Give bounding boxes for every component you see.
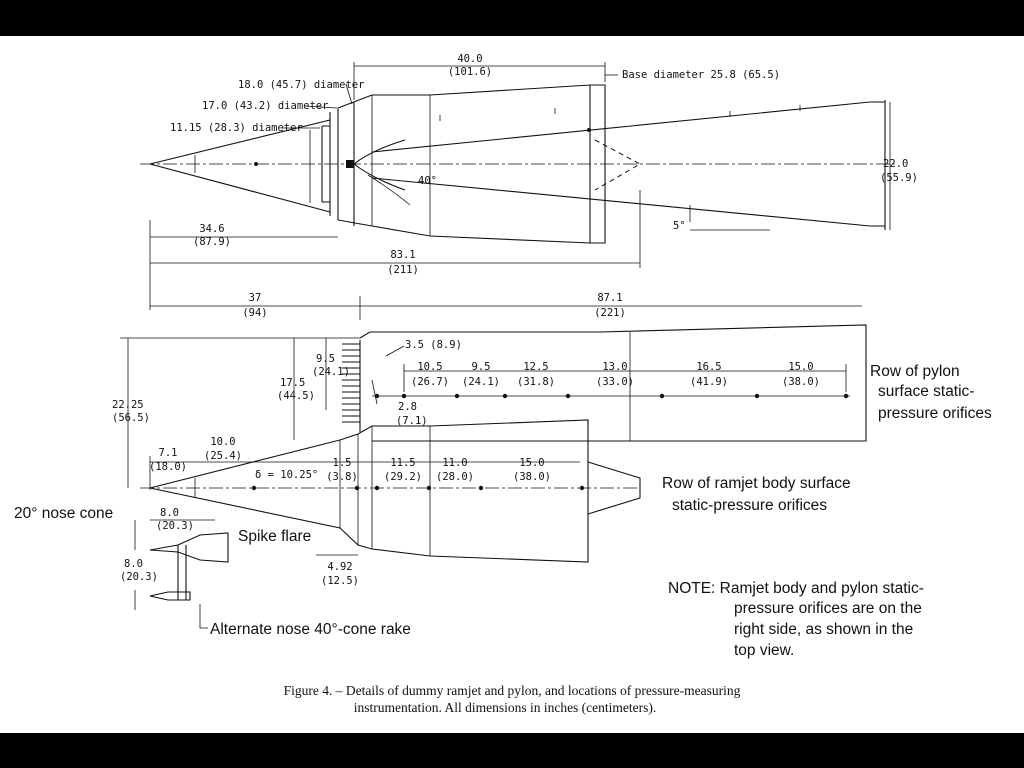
pylon-spacing-2: 9.5 bbox=[472, 361, 491, 373]
label-body-orifices-2: static-pressure orifices bbox=[672, 497, 827, 514]
dim-11-0: 11.0 bbox=[442, 457, 467, 469]
dim-2-8-cm: (7.1) bbox=[396, 415, 428, 427]
dim-7-1-cm: (18.0) bbox=[149, 461, 187, 473]
side-view: 37 (94) 87.1 (221) 10.5 (26.7) 9.5 bbox=[112, 292, 867, 629]
label-nose-cone: 20° nose cone bbox=[14, 505, 113, 522]
dim-10-0-cm: (25.4) bbox=[204, 450, 242, 462]
dim-diameter-18: 18.0 (45.7) diameter bbox=[238, 79, 364, 91]
pylon-spacing-4-cm: (33.0) bbox=[596, 376, 634, 388]
dim-1-5-cm: (3.8) bbox=[326, 471, 358, 483]
label-pylon-orifices-2: surface static- bbox=[878, 383, 974, 400]
dim-34-6: 34.6 bbox=[199, 223, 224, 235]
note-line-2: pressure orifices are on the bbox=[734, 600, 922, 617]
dim-37-cm: (94) bbox=[242, 307, 267, 319]
dim-22-cm: (55.9) bbox=[880, 172, 918, 184]
label-pylon-orifices-3: pressure orifices bbox=[878, 405, 992, 422]
note-line-4: top view. bbox=[734, 642, 794, 659]
dim-37: 37 bbox=[249, 292, 262, 304]
dim-87-1-cm: (221) bbox=[594, 307, 626, 319]
figure-page: 40.0 (101.6) 18.0 (45.7) diameter 17.0 (… bbox=[0, 36, 1024, 733]
dim-3-5: 3.5 (8.9) bbox=[405, 339, 462, 351]
pylon-spacing-3: 12.5 bbox=[523, 361, 548, 373]
dim-83-1-cm: (211) bbox=[387, 264, 419, 276]
dim-22-25: 22.25 bbox=[112, 399, 144, 411]
dim-8-0-a: 8.0 bbox=[160, 507, 179, 519]
top-view: 40.0 (101.6) 18.0 (45.7) diameter 17.0 (… bbox=[140, 53, 918, 310]
note-line-1: NOTE: Ramjet body and pylon static- bbox=[668, 580, 924, 597]
pylon-spacing-1: 10.5 bbox=[417, 361, 442, 373]
dim-17-5: 17.5 bbox=[280, 377, 305, 389]
dim-4-92-cm: (12.5) bbox=[321, 575, 359, 587]
dim-22-25-cm: (56.5) bbox=[112, 412, 150, 424]
dim-9-5-cm: (24.1) bbox=[312, 366, 350, 378]
note-line-3: right side, as shown in the bbox=[734, 621, 913, 638]
pylon-spacing-3-cm: (31.8) bbox=[517, 376, 555, 388]
dim-8-0-b-cm: (20.3) bbox=[120, 571, 158, 583]
dim-11-5-cm: (29.2) bbox=[384, 471, 422, 483]
dim-40: 40.0 bbox=[457, 53, 482, 65]
dim-15-0: 15.0 bbox=[519, 457, 544, 469]
label-spike-flare: Spike flare bbox=[238, 528, 311, 545]
label-body-orifices-1: Row of ramjet body surface bbox=[662, 475, 851, 492]
pylon-spacing-5-cm: (41.9) bbox=[690, 376, 728, 388]
dim-2-8: 2.8 bbox=[398, 401, 417, 413]
dim-17-5-cm: (44.5) bbox=[277, 390, 315, 402]
caption-line-2: instrumentation. All dimensions in inche… bbox=[354, 700, 657, 715]
pylon-spacing-5: 16.5 bbox=[696, 361, 721, 373]
pylon-spacing-2-cm: (24.1) bbox=[462, 376, 500, 388]
dim-40-cm: (101.6) bbox=[448, 66, 492, 78]
engineering-drawing: 40.0 (101.6) 18.0 (45.7) diameter 17.0 (… bbox=[14, 53, 992, 715]
figure-caption: Figure 4. – Details of dummy ramjet and … bbox=[284, 683, 741, 715]
pylon-spacing-6-cm: (38.0) bbox=[782, 376, 820, 388]
dim-22: 22.0 bbox=[883, 158, 908, 170]
dim-34-6-cm: (87.9) bbox=[193, 236, 231, 248]
dim-9-5: 9.5 bbox=[316, 353, 335, 365]
pylon-spacing-6: 15.0 bbox=[788, 361, 813, 373]
dim-8-0-a-cm: (20.3) bbox=[156, 520, 194, 532]
dim-angle-40: 40° bbox=[418, 175, 437, 187]
label-pylon-orifices-1: Row of pylon bbox=[870, 363, 960, 380]
pylon-spacing-4: 13.0 bbox=[602, 361, 627, 373]
dim-87-1: 87.1 bbox=[597, 292, 622, 304]
dim-83-1: 83.1 bbox=[390, 249, 415, 261]
dim-11-5: 11.5 bbox=[390, 457, 415, 469]
dim-4-92: 4.92 bbox=[327, 561, 352, 573]
pylon-rake-bars bbox=[342, 340, 361, 432]
pylon-spacing-1-cm: (26.7) bbox=[411, 376, 449, 388]
dim-7-1: 7.1 bbox=[159, 447, 178, 459]
dim-delta: δ = 10.25° bbox=[255, 469, 318, 481]
caption-line-1: Figure 4. – Details of dummy ramjet and … bbox=[284, 683, 741, 698]
dim-10-0: 10.0 bbox=[210, 436, 235, 448]
dim-8-0-b: 8.0 bbox=[124, 558, 143, 570]
dim-1-5: 1.5 bbox=[333, 457, 352, 469]
dim-base-diameter: Base diameter 25.8 (65.5) bbox=[622, 69, 780, 81]
dim-diameter-17: 17.0 (43.2) diameter bbox=[202, 100, 328, 112]
label-alternate-nose: Alternate nose 40°-cone rake bbox=[210, 621, 411, 638]
callout-labels: Row of pylon surface static- pressure or… bbox=[14, 363, 992, 659]
dim-angle-5: 5° bbox=[673, 220, 686, 232]
dim-11-0-cm: (28.0) bbox=[436, 471, 474, 483]
dim-diameter-1115: 11.15 (28.3) diameter bbox=[170, 122, 303, 134]
dim-15-0-cm: (38.0) bbox=[513, 471, 551, 483]
